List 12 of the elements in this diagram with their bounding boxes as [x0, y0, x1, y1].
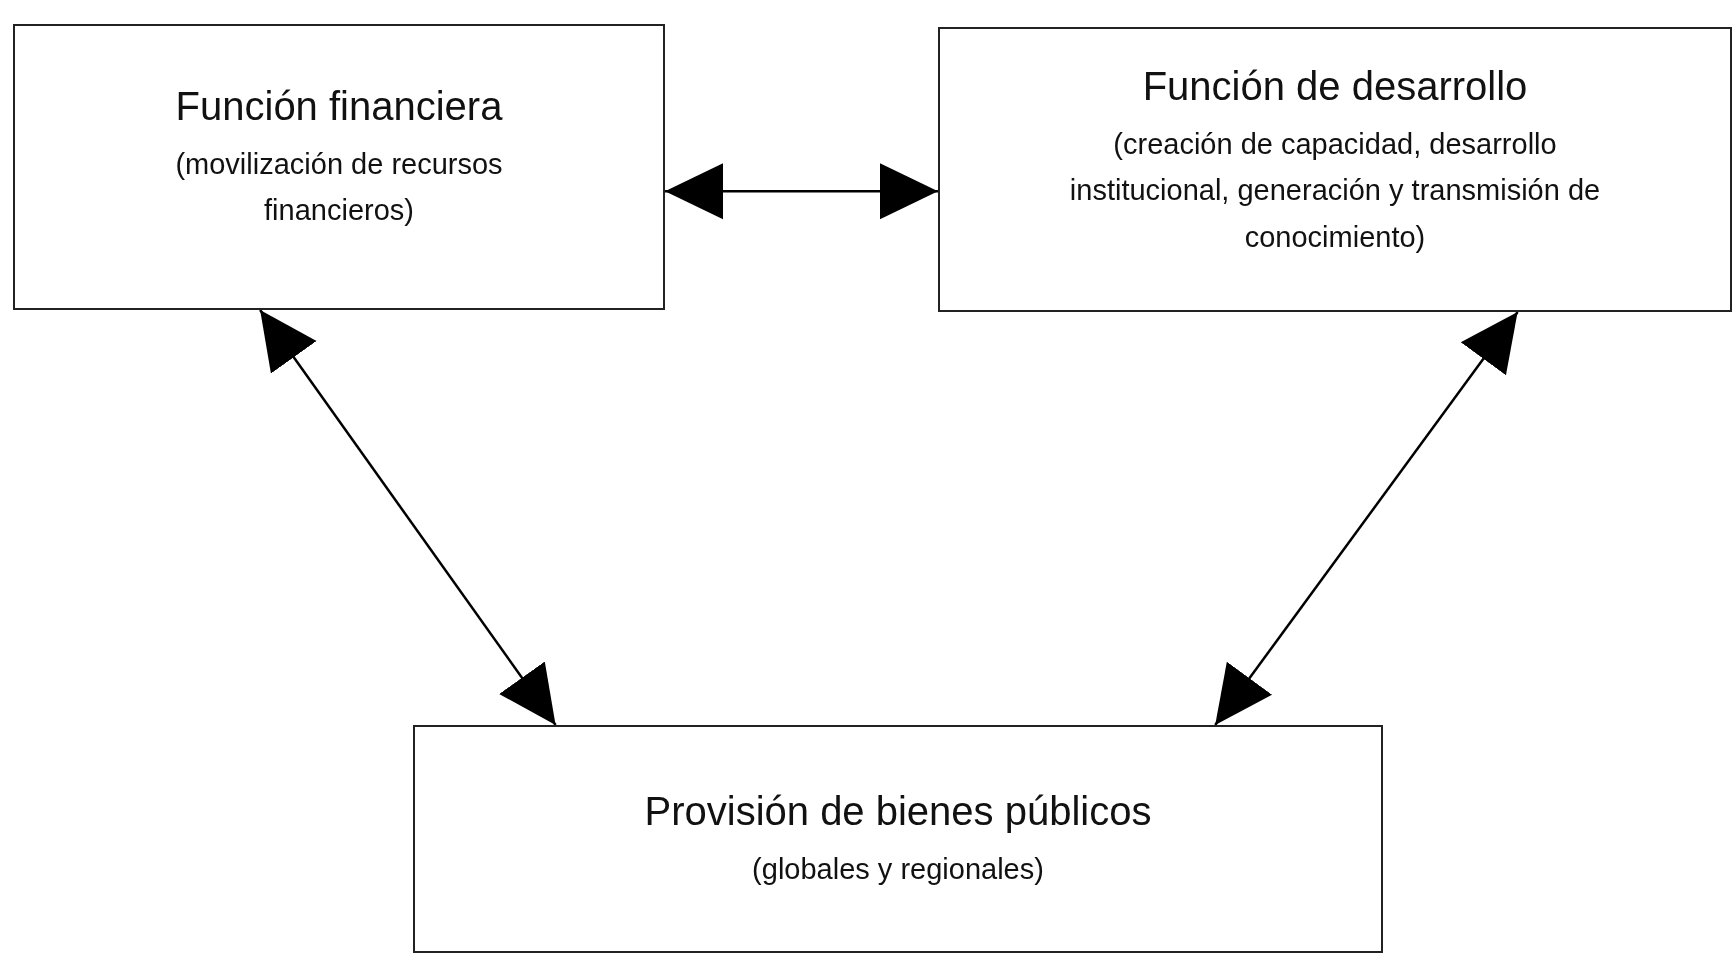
box-description: (creación de capacidad, desarrollo institucional, generación y transmisión de conocimiento) — [1068, 127, 1602, 255]
text-box — [413, 725, 1383, 953]
box-description: (movilización de recursos financieros) — [174, 147, 504, 229]
text-box — [938, 27, 1732, 312]
box-description: (globales y regionales) — [752, 852, 1044, 887]
double-arrow — [1214, 311, 1519, 726]
box-title: Provisión de bienes públicos — [644, 789, 1152, 834]
box-title: Función de desarrollo — [1142, 64, 1528, 109]
text-box — [13, 24, 665, 310]
double-arrow — [665, 163, 938, 220]
double-arrow — [259, 309, 557, 726]
box-title: Función financiera — [175, 84, 503, 129]
